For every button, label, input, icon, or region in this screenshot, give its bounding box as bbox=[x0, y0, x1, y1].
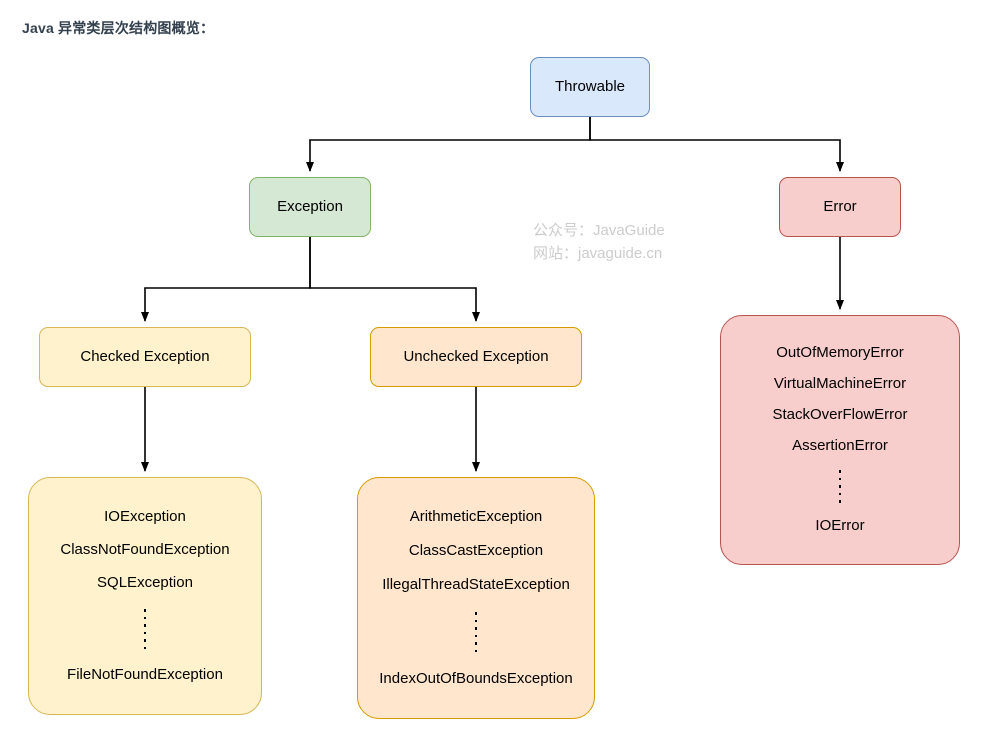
list-item: IOError bbox=[815, 517, 865, 535]
list-item: ClassCastException bbox=[408, 542, 544, 559]
node-throwable[interactable]: Throwable bbox=[530, 57, 650, 117]
vertical-ellipsis-icon bbox=[474, 610, 478, 654]
node-throwable-label: Throwable bbox=[554, 78, 626, 95]
list-item: StackOverFlowError bbox=[772, 406, 908, 424]
list-item: VirtualMachineError bbox=[773, 375, 907, 393]
node-exception-label: Exception bbox=[277, 198, 343, 215]
node-unchecked-exception-label: Unchecked Exception bbox=[403, 348, 549, 365]
node-checked-exception-label: Checked Exception bbox=[80, 348, 210, 365]
watermark-line-1: 公众号：JavaGuide bbox=[533, 222, 665, 239]
page-title: Java 异常类层次结构图概览： bbox=[22, 20, 215, 36]
list-item: ArithmeticException bbox=[409, 508, 543, 525]
node-exception[interactable]: Exception bbox=[249, 177, 371, 237]
list-item: AssertionError bbox=[792, 437, 888, 455]
node-error[interactable]: Error bbox=[779, 177, 901, 237]
node-error-list[interactable]: OutOfMemoryError VirtualMachineError Sta… bbox=[720, 315, 960, 565]
vertical-ellipsis-icon bbox=[838, 468, 842, 505]
node-unchecked-exception-list[interactable]: ArithmeticException ClassCastException I… bbox=[357, 477, 595, 719]
edge-exception-children bbox=[141, 237, 480, 322]
node-unchecked-exception[interactable]: Unchecked Exception bbox=[370, 327, 582, 387]
node-error-label: Error bbox=[823, 198, 857, 215]
node-checked-exception[interactable]: Checked Exception bbox=[39, 327, 251, 387]
list-item: ClassNotFoundException bbox=[60, 540, 230, 558]
list-item: FileNotFoundException bbox=[67, 666, 223, 684]
list-item: IndexOutOfBoundsException bbox=[379, 670, 573, 687]
list-item: SQLException bbox=[97, 573, 193, 591]
vertical-ellipsis-icon bbox=[143, 607, 147, 651]
list-item: IllegalThreadStateException bbox=[382, 576, 570, 593]
list-item: OutOfMemoryError bbox=[776, 344, 904, 362]
watermark-line-2: 网站：javaguide.cn bbox=[533, 245, 663, 263]
edge-throwable-children bbox=[306, 117, 844, 172]
node-checked-exception-list[interactable]: IOException ClassNotFoundException SQLEx… bbox=[28, 477, 262, 715]
list-item: IOException bbox=[104, 507, 186, 525]
watermark: 公众号：JavaGuide 网站：javaguide.cn bbox=[533, 219, 665, 266]
